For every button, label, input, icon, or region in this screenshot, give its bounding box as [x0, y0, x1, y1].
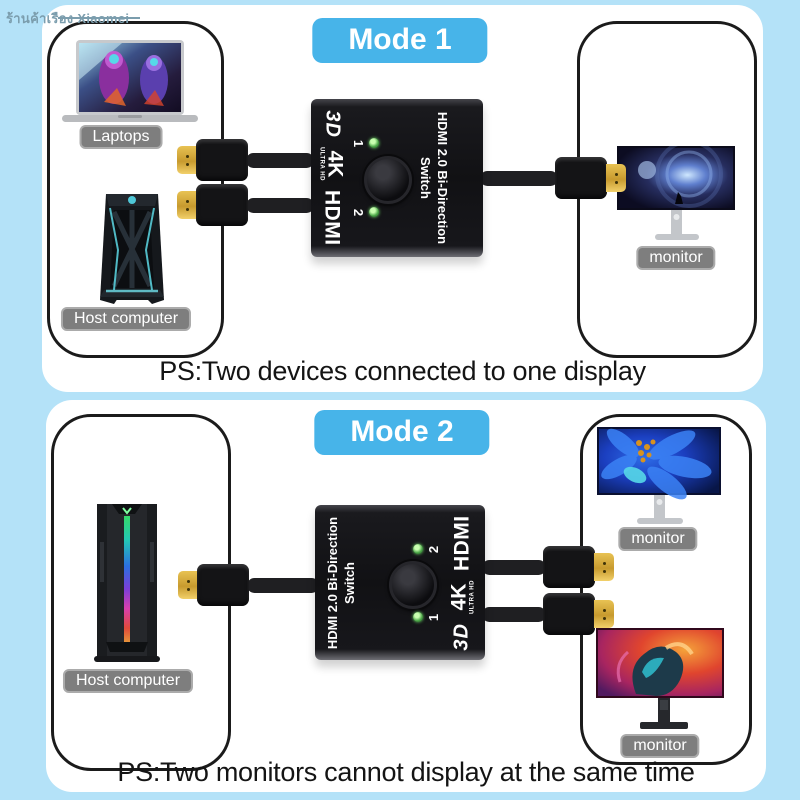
hdmi-cable — [246, 153, 314, 168]
host-computer-label-mode1: Host computer — [60, 307, 192, 331]
port2-led-indicator — [369, 207, 379, 217]
badge-4k: 4K — [447, 583, 471, 610]
laptop-image — [62, 40, 198, 122]
switch-button — [364, 156, 412, 204]
hdmi-cable — [482, 607, 546, 622]
mode2-displays-outline — [580, 414, 752, 765]
hdmi-plug-body — [196, 184, 248, 226]
badge-3d: 3D — [321, 110, 344, 138]
switch-button — [389, 561, 437, 609]
badge-hdmi: HDMI — [450, 514, 473, 571]
host-computer-label-mode2: Host computer — [62, 669, 194, 693]
hdmi-plug-body — [543, 593, 595, 635]
hdmi-plug-gold-tip — [594, 600, 614, 628]
port1-number: 1 — [351, 139, 367, 148]
hdmi-plug-body — [555, 157, 607, 199]
badge-ultrahd: ULTRA HD — [318, 146, 325, 181]
switch-title: HDMI 2.0 Bi-Direction Switch — [416, 112, 450, 244]
port2-led-indicator — [413, 544, 423, 554]
badge-3d: 3D — [450, 622, 473, 651]
port1-number: 1 — [426, 613, 442, 622]
hdmi-plug-gold-tip — [178, 571, 198, 599]
port1-led-indicator — [369, 138, 379, 148]
hdmi-switch-device-mode1: 3D 4K ULTRA HD HDMI HDMI 2.0 Bi-Directio… — [311, 99, 483, 257]
switch-title-line1: HDMI 2.0 Bi-Direction — [434, 111, 450, 245]
laptops-label: Laptops — [79, 125, 163, 149]
hdmi-cable — [480, 171, 558, 186]
hdmi-plug-body — [197, 564, 249, 606]
watermark-strike-line — [58, 17, 140, 19]
hdmi-plug-gold-tip — [594, 553, 614, 581]
badge-ultrahd: ULTRA HD — [469, 579, 476, 614]
mode1-caption: PS:Two devices connected to one display — [159, 356, 646, 386]
port2-number: 2 — [351, 208, 367, 217]
mode1-title-pill: Mode 1 — [312, 18, 488, 63]
switch-branding: 3D 4K ULTRA HD HDMI — [318, 110, 347, 246]
badge-4k: 4K — [323, 150, 347, 178]
port1-led-indicator — [413, 612, 423, 622]
monitor-label-mode2-bottom: monitor — [620, 734, 700, 758]
hdmi-cable — [482, 560, 546, 575]
switch-title-line1: HDMI 2.0 Bi-Direction — [325, 516, 341, 649]
hdmi-plug-body — [543, 546, 595, 588]
monitor-image-mode2-bottom — [596, 628, 724, 729]
hdmi-cable — [247, 578, 319, 593]
monitor-image-mode1 — [617, 146, 735, 240]
monitor-image-mode2-top — [597, 427, 721, 524]
host-computer-image-mode2 — [94, 504, 160, 662]
hdmi-cable — [246, 198, 314, 213]
host-computer-image-mode1 — [100, 194, 164, 304]
hdmi-plug-gold-tip — [606, 164, 626, 192]
mode2-title-pill: Mode 2 — [314, 410, 490, 455]
hdmi-plug-body — [196, 139, 248, 181]
switch-title: HDMI 2.0 Bi-Direction Switch — [325, 516, 359, 648]
hdmi-plug-gold-tip — [177, 146, 197, 174]
monitor-label-mode2-top: monitor — [618, 527, 698, 551]
monitor-label-mode1: monitor — [636, 246, 716, 270]
badge-hdmi: HDMI — [321, 189, 344, 246]
hdmi-switch-device-mode2: HDMI 2.0 Bi-Direction Switch 3D 4K ULTRA… — [315, 505, 485, 660]
hdmi-plug-gold-tip — [177, 191, 197, 219]
port2-number: 2 — [426, 545, 442, 554]
switch-title-line2: Switch — [418, 157, 433, 199]
switch-branding: 3D 4K ULTRA HD HDMI — [447, 514, 476, 651]
switch-title-line2: Switch — [342, 561, 357, 604]
mode2-caption: PS:Two monitors cannot display at the sa… — [117, 757, 695, 787]
